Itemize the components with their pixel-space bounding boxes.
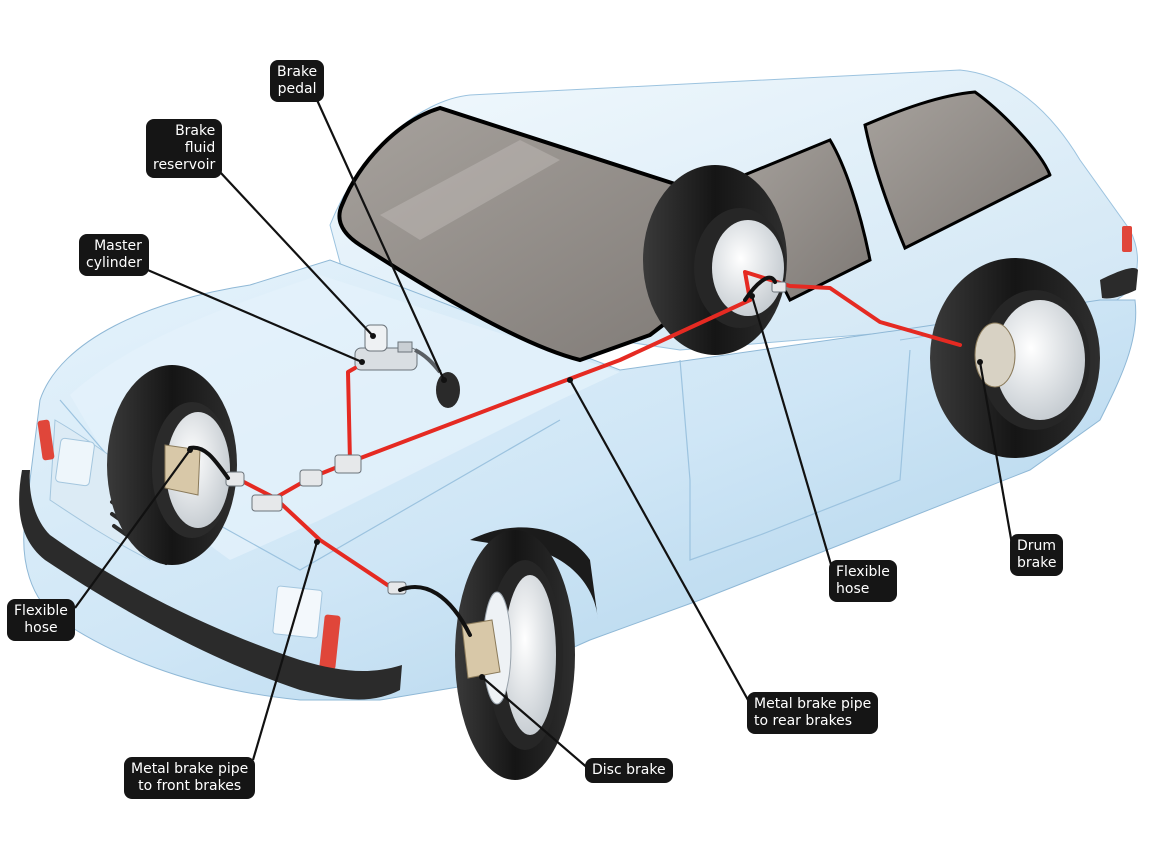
brake-pipes [238,270,962,592]
flexible-hoses [188,275,777,637]
front-bumper [19,470,402,700]
wheel-rear-left [643,165,787,355]
label-flexible-hose-rear: Flexible hose [829,560,897,602]
wheel-rear-right [930,258,1100,458]
leader-master-cylinder [142,266,363,364]
label-text: hose [836,581,870,597]
label-brake-pedal: Brake pedal [270,60,325,102]
label-text: to rear brakes [754,713,853,729]
wheel-front-left [107,365,237,565]
label-text: Brake [277,64,318,80]
label-text: Drum [1017,538,1057,554]
front-indicator-right [319,614,341,670]
front-door-line [679,349,911,561]
label-metal-pipe-rear: Metal brake pipe to rear brakes [747,692,879,734]
side-window-rear [863,90,1052,251]
leader-metal-pipe-rear [569,379,749,701]
brake-pedal-pad [436,372,460,408]
label-text: Master [94,238,142,254]
label-text: reservoir [153,157,216,173]
label-text: cylinder [86,255,142,271]
leader-metal-pipe-front [251,541,319,761]
label-text: brake [1017,555,1057,571]
master-cylinder-assembly [354,324,418,371]
label-drum-brake: Drum brake [1010,534,1064,576]
leader-flexible-hose-rear [750,295,834,569]
label-text: Flexible [836,564,890,580]
label-text: Metal brake pipe [754,696,872,712]
label-text: Metal brake pipe [131,761,249,777]
front-indicator [37,419,55,461]
label-metal-pipe-front: Metal brake pipe to front brakes [124,757,256,799]
label-master-cylinder: Master cylinder [79,234,149,276]
front-lamp [55,437,95,487]
label-text: pedal [277,81,317,97]
label-disc-brake: Disc brake [585,758,673,783]
leader-drum-brake [978,361,1015,551]
label-text: Brake [175,123,216,139]
label-text: to front brakes [138,778,242,794]
label-text: Disc brake [592,762,666,778]
leader-lines [74,99,1015,771]
leader-dots [187,293,983,680]
rear-bumper [1100,268,1138,299]
leader-disc-brake [481,676,591,771]
wheel-front-right [455,527,598,780]
label-text: hose [24,620,58,636]
label-text: fluid [184,140,216,156]
label-brake-fluid-reservoir: Brake fluid reservoir [146,119,223,178]
leader-fluid-reservoir [219,171,374,337]
leader-flexible-hose-front [74,449,191,609]
brake-pedal-arm [414,348,442,374]
label-flexible-hose-front: Flexible hose [7,599,75,641]
leader-brake-pedal [315,99,446,381]
rear-light [1122,226,1132,252]
label-text: Flexible [14,603,68,619]
